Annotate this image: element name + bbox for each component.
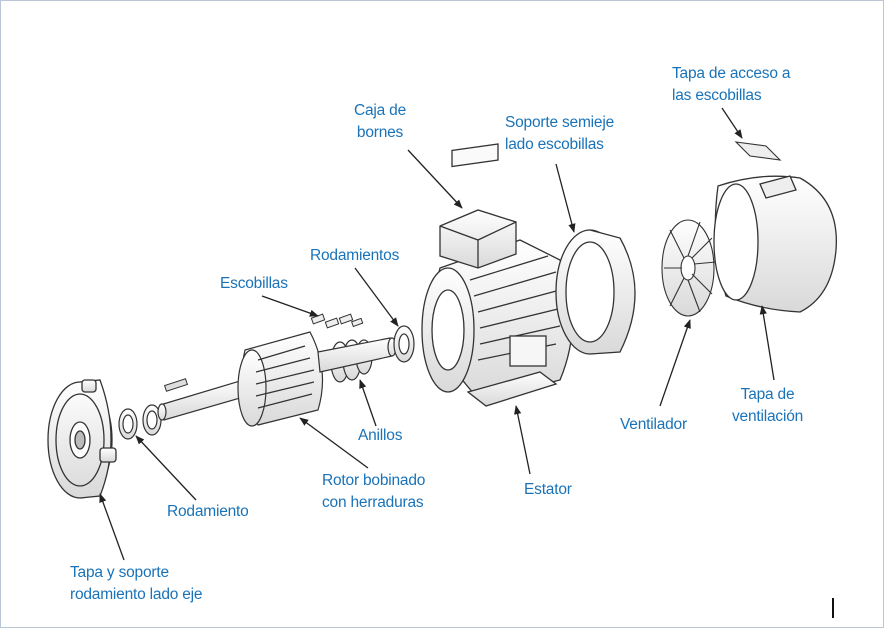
label-line: ventilación	[732, 408, 804, 425]
label-line: Rodamiento	[167, 503, 249, 520]
label-rodamientos: Rodamientos	[310, 245, 399, 267]
label-line: Tapa de	[740, 386, 795, 403]
brush-side-support	[555, 229, 636, 355]
label-ventilador: Ventilador	[620, 414, 687, 436]
brush-access-cover	[734, 141, 782, 161]
label-rodamiento: Rodamiento	[167, 501, 249, 523]
label-escobillas: Escobillas	[220, 273, 288, 295]
shaft-key	[163, 378, 189, 392]
label-line: bornes	[356, 124, 404, 141]
bearing-drive-side	[118, 404, 162, 440]
label-anillos: Anillos	[358, 425, 402, 447]
label-line: Tapa de acceso a	[672, 65, 791, 82]
label-estator: Estator	[524, 479, 572, 501]
label-tapa-acceso: Tapa de acceso a las escobillas	[672, 63, 791, 107]
label-caja-bornes: Caja de bornes	[354, 100, 406, 144]
label-line: Rodamientos	[310, 247, 400, 264]
label-tapa-soporte: Tapa y soporte rodamiento lado eje	[70, 562, 203, 606]
label-tapa-ventilacion: Tapa de ventilación	[732, 384, 803, 428]
label-line: las escobillas	[672, 87, 762, 104]
rotor-assembly	[157, 331, 397, 427]
label-line: lado escobillas	[505, 136, 604, 153]
label-line: Soporte semieje	[505, 114, 615, 131]
label-line: Rotor bobinado	[322, 472, 426, 489]
label-line: Escobillas	[220, 275, 288, 292]
label-line: Caja de	[354, 102, 407, 119]
label-line: rodamiento lado eje	[70, 586, 203, 603]
label-rotor: Rotor bobinado con herraduras	[322, 470, 425, 514]
fan-cover	[713, 175, 838, 313]
label-line: Tapa y soporte	[70, 564, 169, 581]
label-soporte-semieje: Soporte semieje lado escobillas	[505, 112, 614, 156]
label-line: con herraduras	[322, 494, 424, 511]
brushes	[310, 313, 364, 329]
text-cursor-mark	[832, 598, 834, 618]
bearing-brush-side	[393, 325, 415, 363]
end-shield-drive-side	[47, 379, 117, 499]
leader-lines	[99, 107, 775, 561]
label-line: Estator	[524, 481, 572, 498]
label-line: Ventilador	[620, 416, 687, 433]
fan	[661, 219, 717, 317]
label-line: Anillos	[358, 427, 403, 444]
stator-housing	[421, 143, 574, 407]
